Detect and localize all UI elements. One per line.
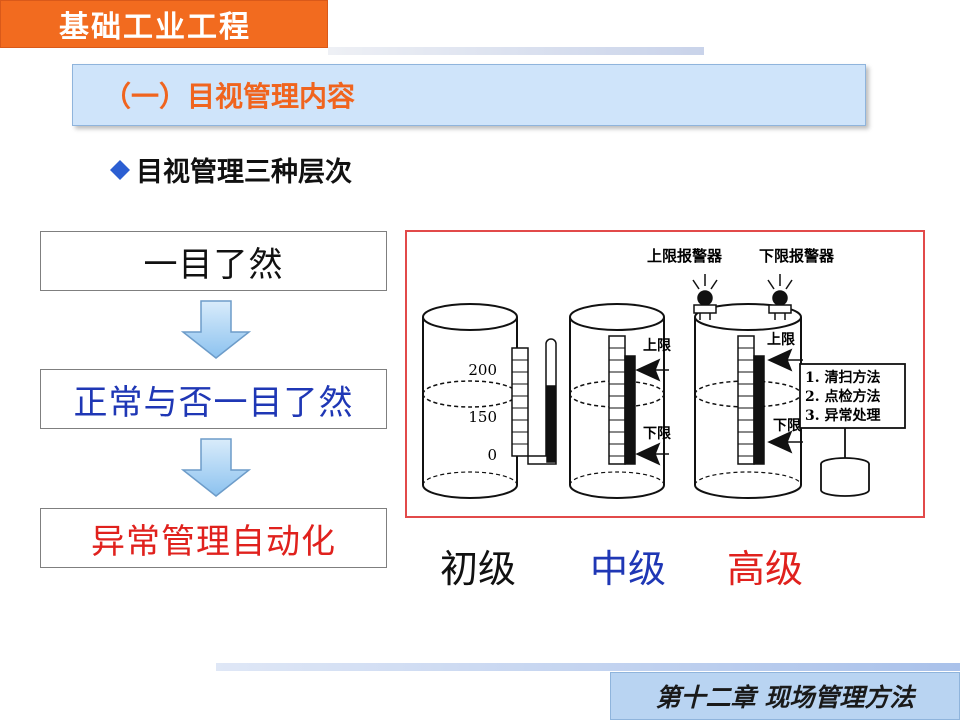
level-label-high: 高级 xyxy=(727,547,804,591)
tank-high xyxy=(694,303,802,499)
level-label-basic: 初级 xyxy=(440,547,517,591)
lower-limit-label-high: 下限 xyxy=(773,418,801,434)
scale-label-150: 150 xyxy=(468,408,497,426)
section-banner: （一）目视管理内容 xyxy=(72,64,866,126)
scale-label-0: 0 xyxy=(487,446,497,464)
procedure-item-1: 1. 清扫方法 xyxy=(805,369,881,386)
tank-mid-gauge xyxy=(608,335,669,466)
flow-step-label: 正常与否一目了然 xyxy=(73,382,354,423)
header-divider xyxy=(328,47,704,55)
level-label-mid: 中级 xyxy=(590,547,667,591)
upper-limit-label-high: 上限 xyxy=(767,332,795,348)
flow-step-3: 异常管理自动化 xyxy=(40,508,387,568)
flow-step-label: 一目了然 xyxy=(143,244,284,285)
down-arrow-icon xyxy=(181,438,251,497)
upper-alarm-icon xyxy=(692,274,718,320)
tank-high-gauge xyxy=(737,335,803,465)
tank-diagram: 200 150 0 上限 下限 xyxy=(422,247,906,499)
section-title: （一）目视管理内容 xyxy=(103,80,356,113)
bullet-text: 目视管理三种层次 xyxy=(136,157,352,188)
level-diagram: 200 150 0 上限 下限 xyxy=(405,230,925,518)
tank-mid xyxy=(569,303,665,499)
procedure-board xyxy=(799,363,906,497)
chapter-footer: 第十二章 现场管理方法 xyxy=(610,672,960,720)
footer-divider xyxy=(216,663,960,671)
flow-step-2: 正常与否一目了然 xyxy=(40,369,387,429)
course-title: 基础工业工程 xyxy=(0,0,328,48)
upper-alarm-label: 上限报警器 xyxy=(647,247,723,265)
lower-alarm-label: 下限报警器 xyxy=(759,247,835,265)
tank-basic xyxy=(422,303,518,499)
diamond-bullet-icon xyxy=(110,159,130,180)
lower-limit-label: 下限 xyxy=(643,426,671,442)
tank-basic-gauge xyxy=(511,338,557,465)
procedure-item-2: 2. 点检方法 xyxy=(805,388,881,405)
upper-limit-label: 上限 xyxy=(643,338,671,354)
down-arrow-icon xyxy=(181,300,251,359)
flow-step-label: 异常管理自动化 xyxy=(91,521,336,562)
scale-label-200: 200 xyxy=(468,361,497,379)
chapter-title: 第十二章 现场管理方法 xyxy=(655,683,915,712)
bullet-item: 目视管理三种层次 xyxy=(110,150,352,189)
flow-step-1: 一目了然 xyxy=(40,231,387,291)
procedure-item-3: 3. 异常处理 xyxy=(805,407,881,424)
lower-alarm-icon xyxy=(767,274,793,320)
